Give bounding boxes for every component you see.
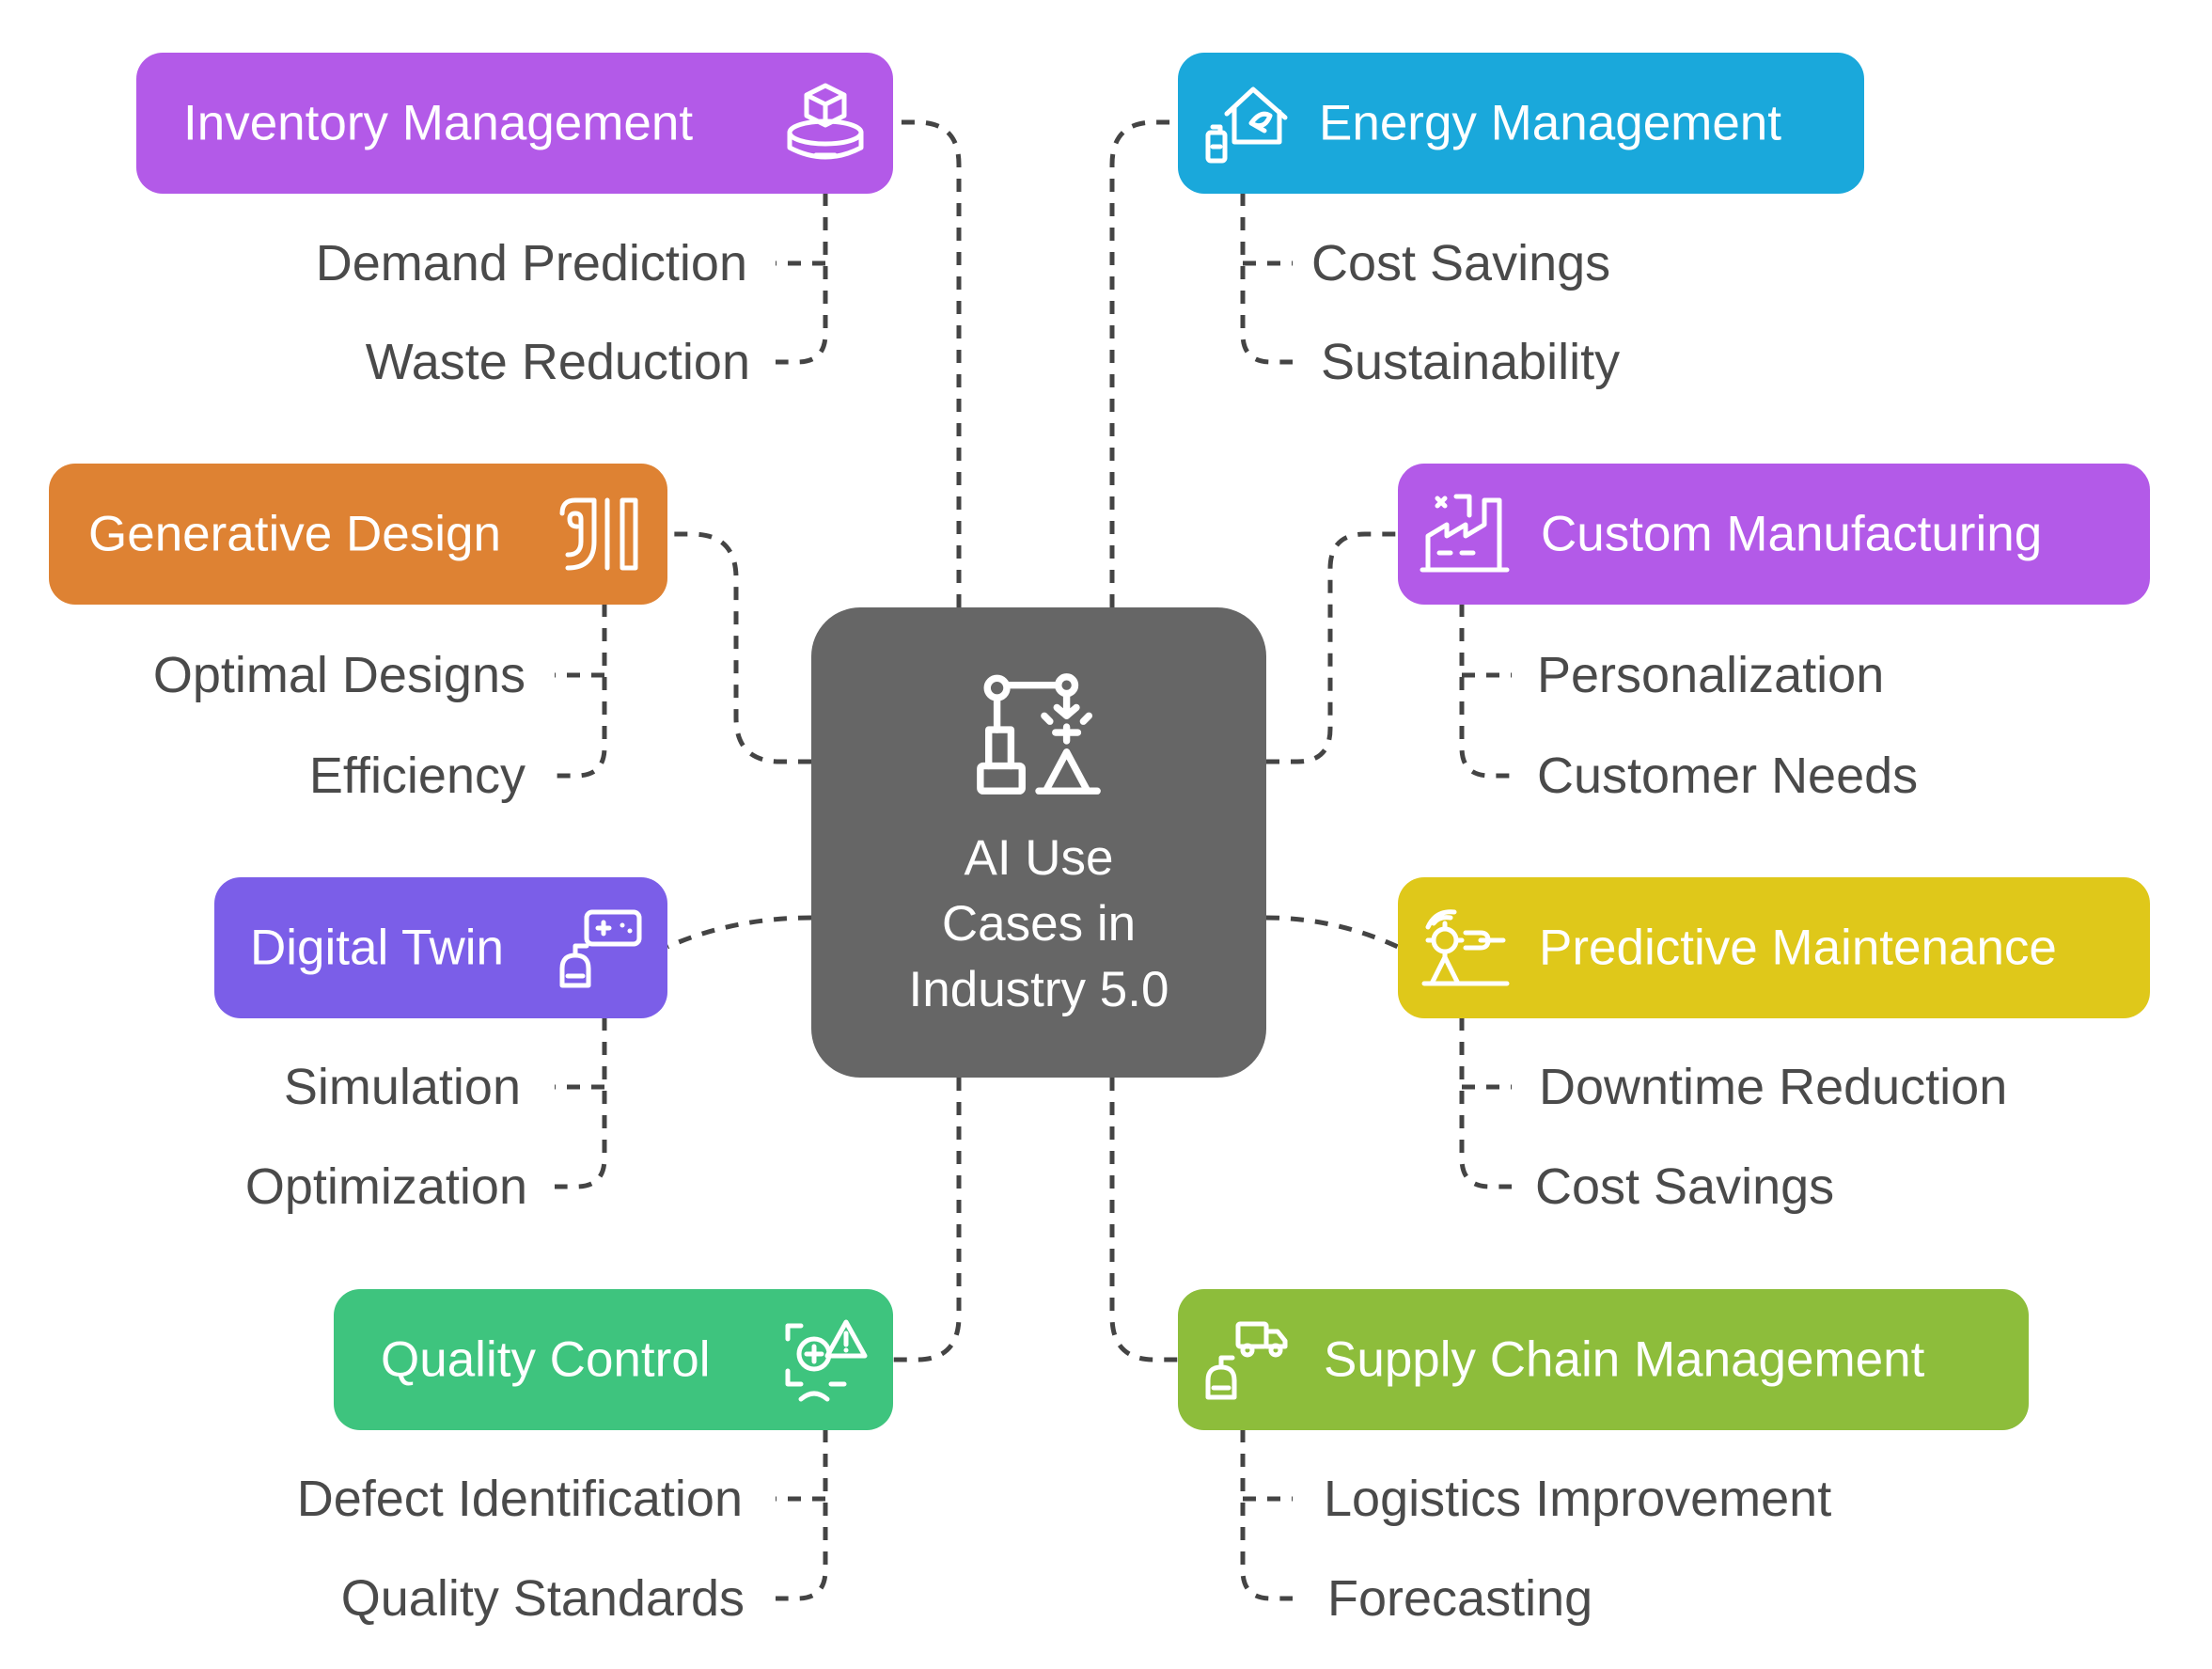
green-house-icon <box>1199 76 1293 170</box>
sub-item: Optimization <box>244 1158 527 1215</box>
node-generative-design: Generative Design <box>49 464 667 605</box>
sub-item: Logistics Improvement <box>1324 1471 1832 1527</box>
inspection-warning-icon <box>778 1313 872 1407</box>
connector-digital <box>666 915 812 950</box>
node-title: Energy Management <box>1319 95 1782 151</box>
sub-item: Demand Prediction <box>315 235 747 291</box>
node-title: Predictive Maintenance <box>1539 920 2057 976</box>
sub-item: Waste Reduction <box>365 334 750 390</box>
sub-item: Optimal Designs <box>152 647 526 703</box>
connector-energy <box>1109 119 1178 607</box>
design-curves-icon <box>553 487 647 581</box>
center-title: AI Use Cases in Industry 5.0 <box>908 830 1169 1017</box>
sub-item: Personalization <box>1537 647 1885 703</box>
sub-item: Simulation <box>283 1059 521 1115</box>
node-quality-control: Quality Control <box>334 1289 893 1430</box>
factory-icon <box>1419 487 1513 581</box>
sub-item: Downtime Reduction <box>1539 1059 2008 1115</box>
node-predictive-maintenance: Predictive Maintenance <box>1398 877 2150 1018</box>
node-digital-twin: Digital Twin <box>214 877 667 1018</box>
delivery-truck-robot-icon <box>1199 1313 1293 1407</box>
sub-item: Cost Savings <box>1311 235 1611 291</box>
node-energy-management: Energy Management <box>1178 53 1864 194</box>
connector-supply <box>1109 1078 1178 1362</box>
node-custom-manufacturing: Custom Manufacturing <box>1398 464 2150 605</box>
package-stack-icon <box>778 76 872 170</box>
node-title: Digital Twin <box>250 920 505 976</box>
connector-generative <box>667 531 811 764</box>
sub-item: Defect Identification <box>296 1471 743 1527</box>
center-topic: AI Use Cases in Industry 5.0 <box>811 607 1266 1078</box>
sub-item: Sustainability <box>1321 334 1621 390</box>
sub-item: Forecasting <box>1327 1570 1593 1627</box>
connector-inventory <box>893 119 962 607</box>
node-inventory-management: Inventory Management <box>136 53 893 194</box>
node-supply-chain-management: Supply Chain Management <box>1178 1289 2029 1430</box>
gear-signal-icon <box>1419 901 1513 995</box>
node-title: Supply Chain Management <box>1324 1331 1925 1388</box>
sub-item: Customer Needs <box>1537 748 1919 804</box>
node-title: Generative Design <box>88 506 501 562</box>
connector-custom <box>1266 531 1398 764</box>
robot-arm-icon <box>969 666 1108 805</box>
sub-item: Efficiency <box>308 748 526 804</box>
connector-quality <box>893 1078 962 1362</box>
node-title: Custom Manufacturing <box>1541 506 2043 562</box>
connector-predictive <box>1265 915 1400 950</box>
sub-item: Cost Savings <box>1535 1158 1835 1215</box>
node-title: Inventory Management <box>183 95 694 151</box>
node-title: Quality Control <box>381 1331 711 1388</box>
sub-item: Quality Standards <box>340 1570 745 1627</box>
robot-controller-icon <box>553 901 647 995</box>
